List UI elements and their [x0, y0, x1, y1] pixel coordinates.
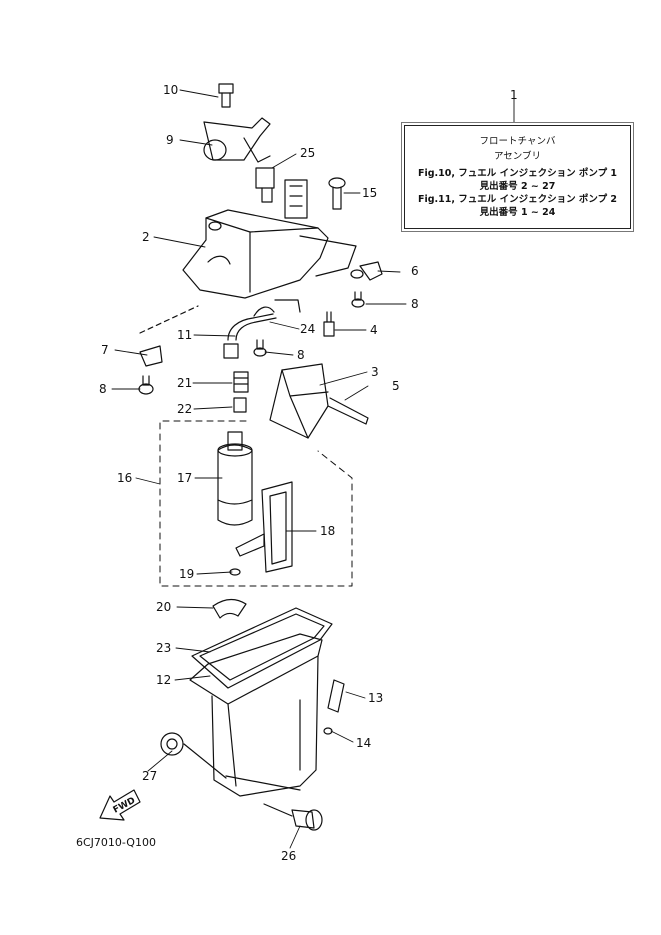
callout-15: 15: [362, 186, 378, 200]
pump-assembly-outline: [159, 420, 353, 587]
info-box: フロートチャンバ アセンブリ Fig.10, フュエル インジェクション ポンプ…: [404, 125, 631, 229]
callout-24: 24: [300, 322, 316, 336]
callout-19: 19: [179, 567, 195, 581]
callout-1: 1: [510, 88, 518, 102]
callout-26: 26: [281, 849, 297, 863]
callout-2: 2: [142, 230, 150, 244]
fig10-line: Fig.10, フュエル インジェクション ポンプ 1: [417, 168, 618, 179]
callout-3: 3: [371, 365, 379, 379]
callout-4: 4: [370, 323, 378, 337]
part-5-pin: [327, 397, 369, 425]
part-8-screw-mid: [253, 339, 267, 357]
part-17-fuel-pump: [217, 431, 253, 526]
part-25-hose-joint: [255, 167, 275, 203]
part-23-gasket: [191, 607, 333, 689]
connector-harness: [284, 179, 308, 219]
part-9-regulator: [203, 117, 271, 163]
callout-10: 10: [163, 83, 179, 97]
callout-20: 20: [156, 600, 172, 614]
info-subtitle: アセンブリ: [493, 151, 542, 162]
part-6-clip: [350, 261, 383, 281]
callout-18: 18: [320, 524, 336, 538]
fig11-line: Fig.11, フュエル インジェクション ポンプ 2: [417, 194, 618, 205]
part-7-plate: [139, 305, 199, 367]
callout-16: 16: [117, 471, 133, 485]
callout-8a: 8: [411, 297, 419, 311]
part-18-filter: [235, 481, 293, 573]
part-8-screw-lower: [138, 375, 154, 395]
callout-23: 23: [156, 641, 172, 655]
callout-21: 21: [177, 376, 193, 390]
fig10-ref: 見出番号 2 ~ 27: [479, 181, 556, 192]
part-19-clip: [229, 568, 241, 576]
callout-8b: 8: [297, 348, 305, 362]
part-22-grommet: [233, 397, 247, 413]
callout-5: 5: [392, 379, 400, 393]
callout-9: 9: [166, 133, 174, 147]
fig11-ref: 見出番号 1 ~ 24: [479, 207, 556, 218]
callout-13: 13: [368, 691, 384, 705]
callout-12: 12: [156, 673, 172, 687]
fwd-arrow-icon: [99, 789, 141, 821]
callout-8c: 8: [99, 382, 107, 396]
callout-25: 25: [300, 146, 316, 160]
part-10-bolt: [218, 83, 234, 108]
part-15-screw: [328, 177, 346, 210]
part-20-plate: [212, 598, 247, 619]
part-8-screw-upper: [351, 291, 365, 308]
callout-17: 17: [177, 471, 193, 485]
part-27-connector: [160, 732, 227, 779]
part-11-24-hose: [223, 299, 301, 359]
callout-22: 22: [177, 402, 193, 416]
fwd-label: FWD: [112, 796, 137, 816]
part-12-float-chamber: [189, 633, 323, 797]
callout-7: 7: [101, 343, 109, 357]
part-3-cover: [269, 363, 329, 439]
info-title: フロートチャンバ: [479, 136, 556, 147]
part-2-cover: [182, 209, 357, 299]
part-13-screw: [327, 679, 345, 713]
drawing-code: 6CJ7010-Q100: [76, 836, 156, 849]
part-21-filter: [233, 371, 249, 393]
callout-6: 6: [411, 264, 419, 278]
part-26-plug: [263, 803, 323, 831]
callout-11: 11: [177, 328, 193, 342]
callout-27: 27: [142, 769, 158, 783]
part-14-ring: [323, 727, 333, 735]
callout-14: 14: [356, 736, 372, 750]
part-4-sensor: [323, 311, 335, 337]
